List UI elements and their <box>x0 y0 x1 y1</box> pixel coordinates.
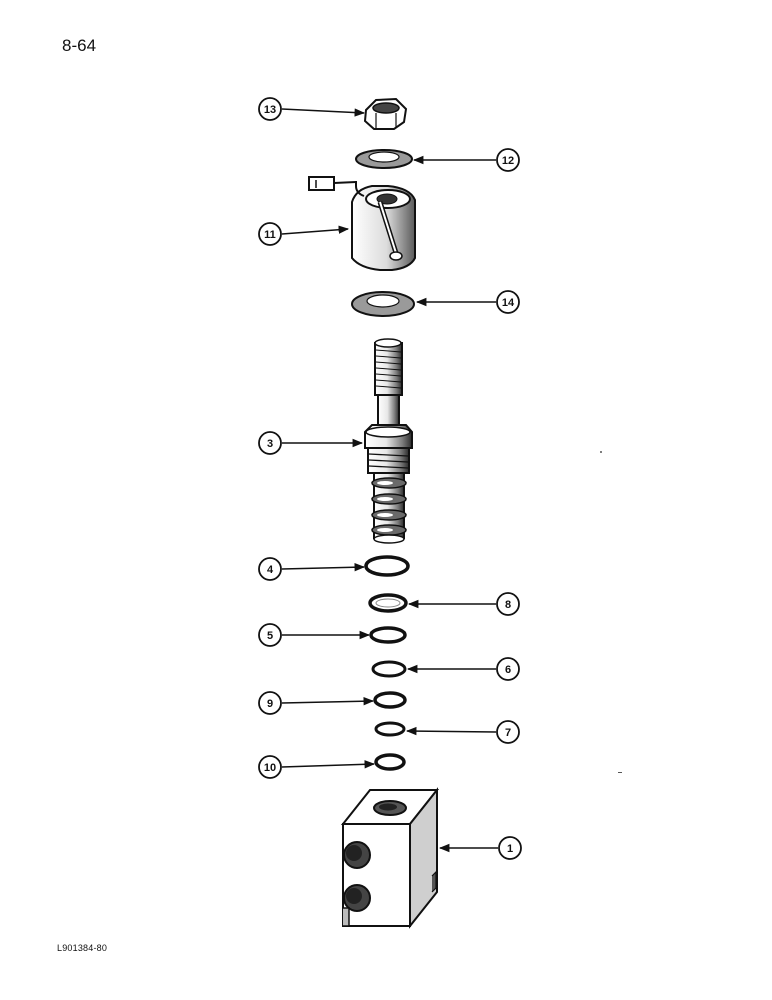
nut-part <box>363 97 408 130</box>
svg-text:14: 14 <box>502 297 515 309</box>
o-ring-part-5 <box>369 626 407 644</box>
svg-text:12: 12 <box>502 155 514 167</box>
o-ring-part-4 <box>364 555 410 577</box>
callout-9: 9 <box>258 691 282 715</box>
svg-text:13: 13 <box>264 104 276 116</box>
callout-5: 5 <box>258 623 282 647</box>
o-ring-part-9 <box>373 691 407 709</box>
solenoid-coil-part <box>308 176 416 271</box>
svg-text:10: 10 <box>264 762 276 774</box>
valve-body-part <box>340 787 440 929</box>
callout-1: 1 <box>498 836 522 860</box>
svg-text:5: 5 <box>267 630 273 642</box>
svg-text:8: 8 <box>505 599 511 611</box>
o-ring-part-10 <box>374 753 406 771</box>
callout-14: 14 <box>496 290 520 314</box>
backup-ring-part-6 <box>371 660 407 678</box>
leader-lines <box>281 108 498 853</box>
backup-ring-part-8 <box>368 593 408 613</box>
backup-ring-part-7 <box>374 721 406 737</box>
scan-specks <box>600 451 622 773</box>
valve-cartridge-part <box>364 338 413 544</box>
page-number: 8-64 <box>62 36 97 55</box>
callout-3: 3 <box>258 431 282 455</box>
svg-text:3: 3 <box>267 438 273 450</box>
callout-13: 13 <box>258 97 282 121</box>
washer-part-14 <box>351 291 415 317</box>
callout-4: 4 <box>258 557 282 581</box>
svg-text:9: 9 <box>267 698 273 710</box>
washer-part-12 <box>355 149 413 169</box>
svg-text:11: 11 <box>264 229 276 241</box>
callout-10: 10 <box>258 755 282 779</box>
callout-12: 12 <box>496 148 520 172</box>
callout-6: 6 <box>496 657 520 681</box>
callout-11: 11 <box>258 222 282 246</box>
svg-text:6: 6 <box>505 664 511 676</box>
figure-reference: L901384-80 <box>57 943 108 953</box>
svg-text:4: 4 <box>267 564 274 576</box>
callout-8: 8 <box>496 592 520 616</box>
callout-7: 7 <box>496 720 520 744</box>
svg-text:1: 1 <box>507 843 513 855</box>
svg-text:7: 7 <box>505 727 511 739</box>
